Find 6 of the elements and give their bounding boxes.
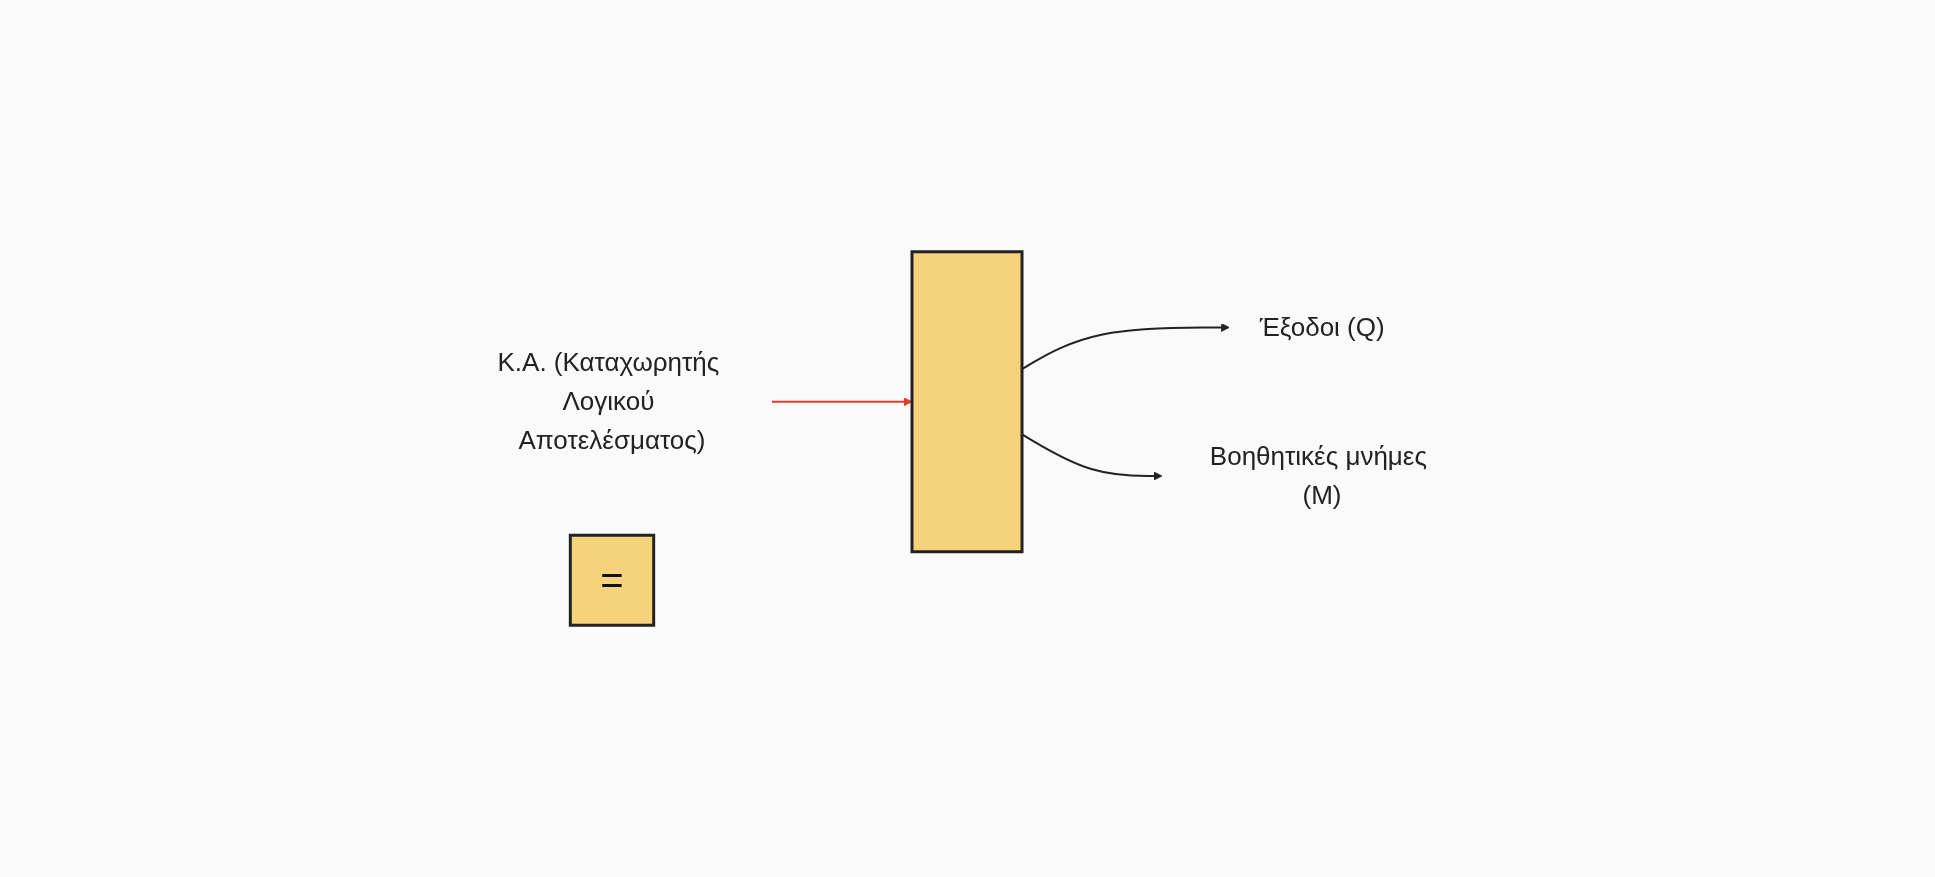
node-text: Βοηθητικές μνήμες (M) — [1210, 441, 1428, 510]
node-text: Έξοδοι (Q) — [1259, 312, 1386, 342]
node-box: = — [569, 533, 656, 627]
node-box — [911, 250, 1024, 554]
arrow — [771, 397, 913, 407]
node-text: Κ.Α. (Καταχωρητής Λογικού Αποτελέσματος) — [497, 347, 720, 456]
